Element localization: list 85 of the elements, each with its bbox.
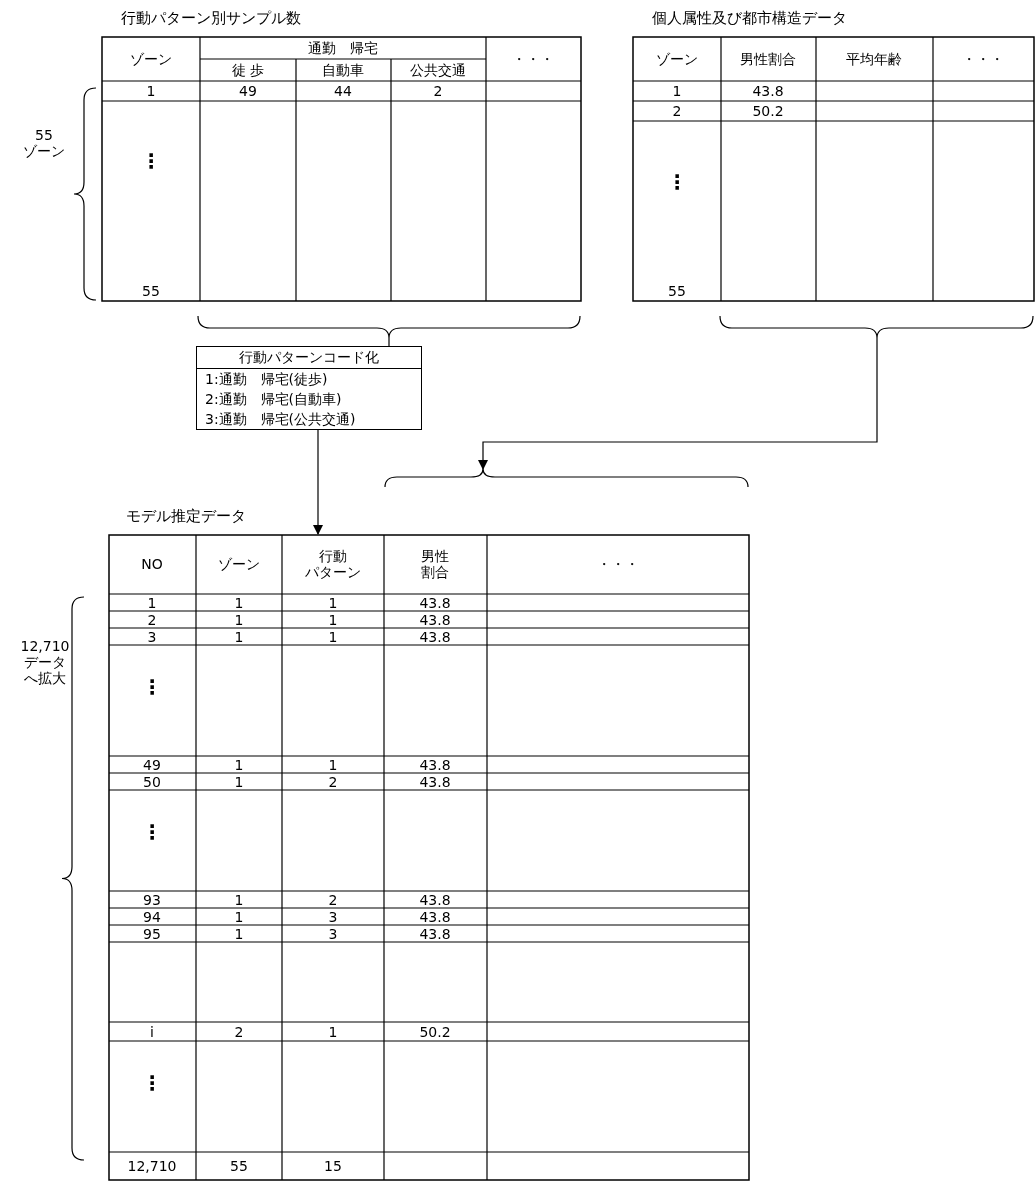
table-value: 1 xyxy=(328,594,338,611)
column-header: 自動車 xyxy=(322,62,364,78)
column-header: 平均年齢 xyxy=(846,51,902,67)
column-header: 男性割合 xyxy=(740,51,796,67)
table-value: 1 xyxy=(147,594,157,611)
table-value: 1 xyxy=(234,891,244,908)
column-header: 徒 歩 xyxy=(231,62,265,78)
table-value: 1 xyxy=(328,611,338,628)
table-value: 49 xyxy=(143,756,161,773)
vertical-ellipsis: ⋮ xyxy=(141,153,161,169)
connector-brace xyxy=(197,315,581,347)
code-item: 1:通勤 帰宅(徒歩) xyxy=(204,370,329,389)
table-value: 3 xyxy=(328,925,338,942)
table-value: 3 xyxy=(147,628,157,645)
table-value: 55 xyxy=(142,283,160,299)
table-value: 1 xyxy=(234,756,244,773)
column-header: 通勤 帰宅 xyxy=(308,40,378,56)
data-table xyxy=(101,8,582,302)
vertical-ellipsis: ⋮ xyxy=(142,679,162,695)
column-header: NO xyxy=(141,556,163,572)
side-note: 12,710データへ拡大 xyxy=(20,638,70,686)
vertical-ellipsis: ⋮ xyxy=(142,1075,162,1091)
code-box xyxy=(196,346,422,430)
vertical-ellipsis: ⋮ xyxy=(142,824,162,840)
table-value: 1 xyxy=(328,756,338,773)
table-value: 50 xyxy=(143,773,161,790)
table-value: 2 xyxy=(433,83,443,99)
table-title: 個人属性及び都市構造データ xyxy=(652,8,847,28)
table-value: 2 xyxy=(672,103,682,119)
data-table xyxy=(632,8,1035,302)
table-value: 49 xyxy=(239,83,257,99)
column-header: ゾーン xyxy=(218,556,260,572)
table-value: 43.8 xyxy=(419,628,451,645)
data-table xyxy=(108,506,750,1181)
arrow xyxy=(313,429,323,535)
table-value: 43.8 xyxy=(419,756,451,773)
table-value: 2 xyxy=(328,891,338,908)
table-title: 行動パターン別サンプル数 xyxy=(121,8,301,28)
table-value: 44 xyxy=(334,83,352,99)
column-header: 行動パターン xyxy=(305,548,361,580)
table-value: 43.8 xyxy=(419,611,451,628)
table-value: 50.2 xyxy=(752,103,784,119)
table-title: モデル推定データ xyxy=(126,506,246,526)
column-header: ・・・ xyxy=(597,556,639,572)
code-item: 3:通勤 帰宅(公共交通) xyxy=(204,410,357,429)
arrow xyxy=(478,315,1034,470)
table-value: 43.8 xyxy=(419,925,451,942)
table-value: 1 xyxy=(234,611,244,628)
table-value: 1 xyxy=(234,925,244,942)
vertical-ellipsis: ⋮ xyxy=(667,174,687,190)
table-value: 2 xyxy=(147,611,157,628)
table-value: 3 xyxy=(328,908,338,925)
column-header: ゾーン xyxy=(130,51,172,67)
table-value: 43.8 xyxy=(419,773,451,790)
table-value: 1 xyxy=(328,1023,338,1040)
table-value: 43.8 xyxy=(419,891,451,908)
table-value: 43.8 xyxy=(752,83,784,99)
table-value: 50.2 xyxy=(419,1023,451,1040)
table-value: 95 xyxy=(143,925,161,942)
column-header: ・・・ xyxy=(512,51,554,67)
table-value: i xyxy=(150,1023,154,1040)
table-value: 43.8 xyxy=(419,594,451,611)
column-header: 男性割合 xyxy=(421,548,449,580)
table-value: 1 xyxy=(234,908,244,925)
code-item: 2:通勤 帰宅(自動車) xyxy=(204,390,343,409)
table-value: 15 xyxy=(324,1158,342,1174)
table-value: 1 xyxy=(328,628,338,645)
table-value: 93 xyxy=(143,891,161,908)
table-value: 1 xyxy=(234,594,244,611)
table-value: 1 xyxy=(672,83,682,99)
column-header: ゾーン xyxy=(656,51,698,67)
table-value: 55 xyxy=(668,283,686,299)
table-value: 1 xyxy=(234,628,244,645)
column-header: 公共交通 xyxy=(410,62,466,78)
table-value: 1 xyxy=(146,83,156,99)
table-value: 2 xyxy=(234,1023,244,1040)
side-note: 55ゾーン xyxy=(23,127,65,159)
box-heading: 行動パターンコード化 xyxy=(197,347,421,369)
table-value: 12,710 xyxy=(127,1158,177,1174)
table-value: 1 xyxy=(234,773,244,790)
table-value: 43.8 xyxy=(419,908,451,925)
column-header: ・・・ xyxy=(962,51,1004,67)
table-value: 94 xyxy=(143,908,161,925)
table-value: 2 xyxy=(328,773,338,790)
table-value: 55 xyxy=(230,1158,248,1174)
